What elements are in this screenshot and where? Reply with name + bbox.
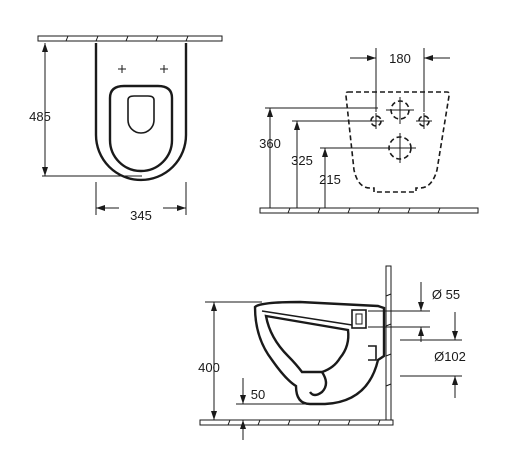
upper-fixing-height-label: 360: [259, 136, 281, 151]
rear-view-floor: [259, 207, 479, 214]
inlet-diameter-dimension-lines: [368, 282, 430, 342]
top-view-wall: [37, 35, 223, 42]
depth-dimension-lines: [42, 43, 142, 177]
rear-view-floor-hatch: [287, 207, 441, 214]
lower-fixing-height-label: 215: [319, 172, 341, 187]
fixing-hole-centerlines: [368, 97, 432, 163]
inlet-diameter-label: Ø 55: [432, 287, 460, 302]
top-view-seat-ring: [108, 84, 174, 173]
top-view-bowl-opening: [127, 95, 155, 134]
top-view-outer-bowl: [94, 43, 188, 182]
mid-fixing-height-label: 325: [291, 153, 313, 168]
outlet-diameter-label: Ø102: [434, 349, 466, 364]
pan-rim-line: [261, 310, 353, 326]
pan-inner-bowl: [264, 314, 350, 374]
side-view-floor-hatch: [227, 419, 381, 426]
side-view-wall-hatch: [385, 293, 392, 387]
depth-dimension-label: 485: [29, 109, 51, 124]
height-400-label: 400: [198, 360, 220, 375]
side-view-floor: [199, 419, 394, 426]
width-dimension-label: 345: [130, 208, 152, 223]
spacing-dimension-lines: [350, 48, 450, 112]
pan-trapway: [309, 371, 328, 397]
side-view: 400 50 Ø 55 Ø102: [198, 265, 466, 440]
inlet-connector-inner: [355, 313, 363, 325]
height-dimension-lines: [265, 107, 398, 208]
waste-50-label: 50: [251, 387, 265, 402]
outlet-bracket: [368, 345, 377, 361]
height-400-dimension-lines: [205, 301, 262, 420]
outlet-diameter-dimension-lines: [400, 312, 462, 398]
side-view-wall: [385, 265, 392, 421]
top-view: 485 345: [29, 35, 223, 223]
seat-hinge-marks: [118, 65, 168, 73]
rear-view: 180 360 325 215: [259, 48, 479, 214]
top-view-wall-hatch: [65, 35, 189, 42]
spacing-dimension-label: 180: [389, 51, 411, 66]
inlet-connector: [351, 309, 367, 329]
waste-50-dimension-lines: [236, 378, 310, 440]
width-dimension-lines: [95, 182, 187, 215]
pan-outline-dashed: [344, 91, 451, 193]
